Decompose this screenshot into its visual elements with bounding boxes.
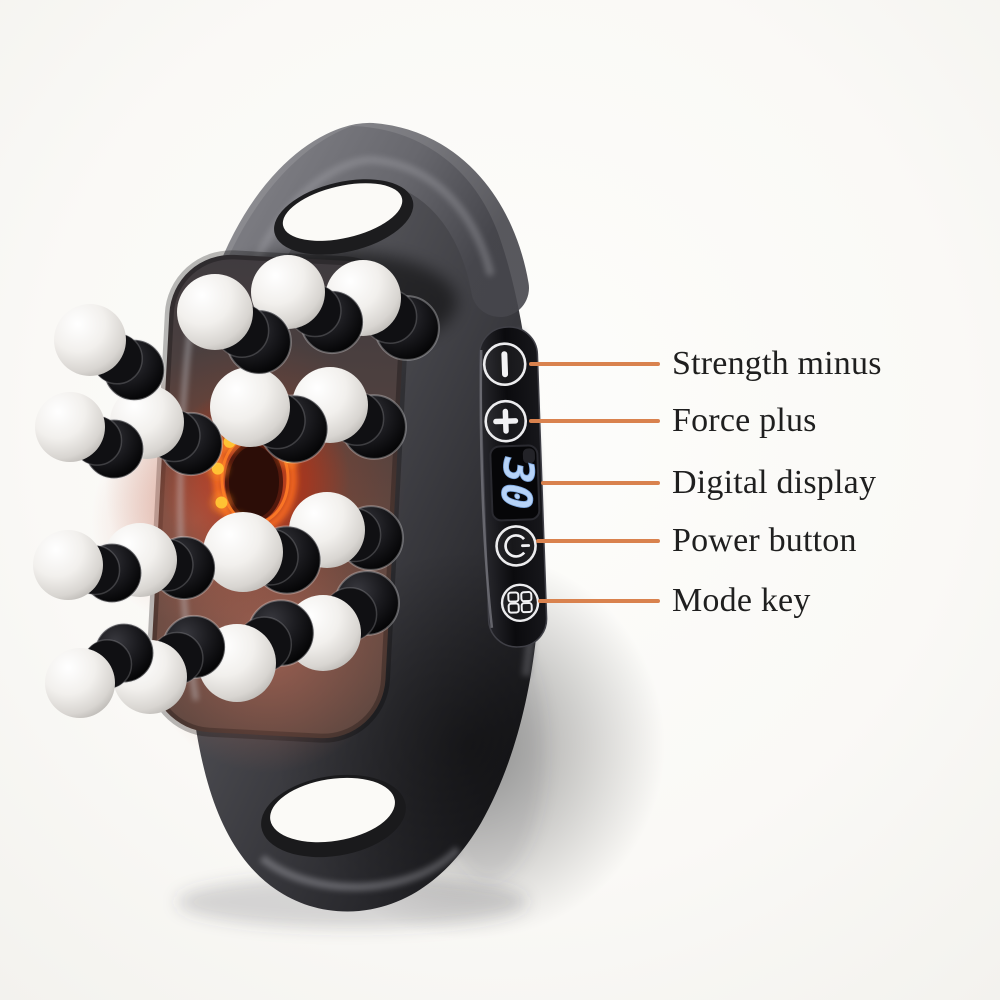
massage-ball	[210, 367, 290, 447]
annotation-label: Strength minus	[672, 345, 882, 382]
massage-ball	[203, 512, 283, 592]
mode-grid-icon	[507, 591, 533, 614]
annotation-strength-minus: Strength minus	[529, 340, 882, 388]
massage-ball-assembly	[210, 367, 329, 464]
massage-ball-assembly	[33, 530, 143, 604]
massage-ball-assembly	[325, 260, 440, 361]
massage-balls	[33, 255, 440, 718]
massage-ball-assembly	[251, 255, 365, 355]
leader-line	[538, 599, 660, 603]
massage-ball-assembly	[54, 304, 166, 402]
plus-icon	[493, 408, 519, 434]
mode-key-button	[500, 583, 540, 623]
massage-ball	[251, 255, 325, 329]
minus-icon	[501, 351, 509, 378]
annotation-digital-display: Digital display	[541, 459, 876, 507]
massage-ball-assembly	[45, 622, 155, 718]
digital-display: 30	[489, 444, 543, 522]
force-plus-button	[484, 399, 527, 443]
massage-ball	[45, 648, 115, 718]
top-handle-cutout	[274, 179, 414, 255]
annotation-force-plus: Force plus	[529, 397, 817, 445]
led-dot	[211, 462, 224, 475]
display-value: 30	[491, 451, 543, 515]
massage-ball-assembly	[203, 512, 322, 595]
massage-ball	[54, 304, 126, 376]
massage-ball-assembly	[35, 392, 145, 480]
massage-ball	[33, 530, 103, 600]
leader-line	[529, 419, 660, 423]
leader-line	[529, 362, 660, 366]
massage-ball-assembly	[177, 274, 292, 375]
power-button	[495, 525, 537, 567]
leader-line	[541, 481, 660, 485]
leader-line	[536, 539, 660, 543]
annotation-label: Mode key	[672, 582, 811, 619]
massage-ball	[35, 392, 105, 462]
strength-minus-button	[482, 342, 527, 387]
annotation-mode-key: Mode key	[538, 577, 811, 625]
control-panel: 30	[478, 326, 548, 648]
power-icon	[504, 534, 531, 558]
annotation-power-button: Power button	[536, 517, 857, 565]
led-dot	[215, 496, 228, 509]
annotation-label: Digital display	[672, 464, 877, 501]
massage-ball	[177, 274, 253, 350]
annotation-label: Force plus	[672, 402, 817, 439]
bottom-handle-cutout	[261, 774, 406, 858]
annotation-label: Power button	[672, 522, 857, 559]
